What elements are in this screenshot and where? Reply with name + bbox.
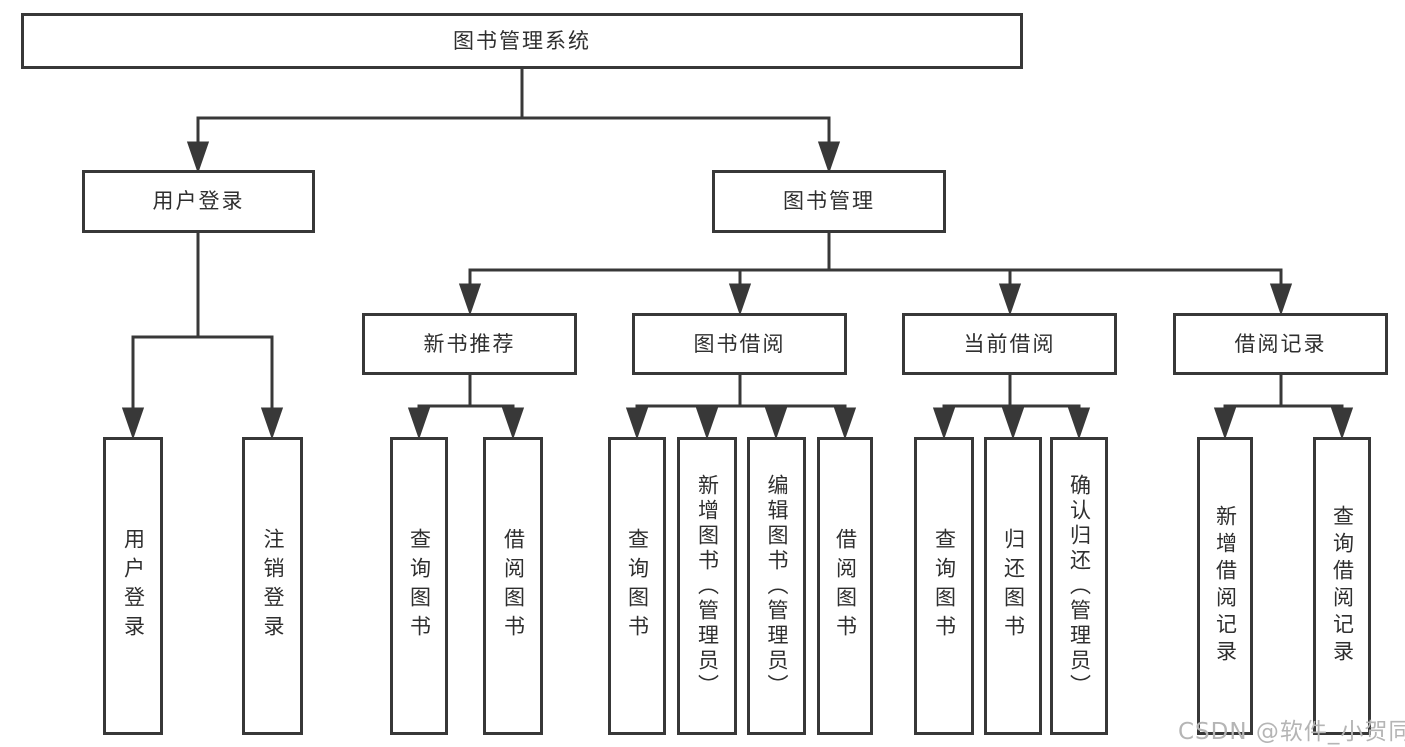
- node-user-login: 用户登录: [82, 170, 315, 233]
- leaf-query-books-current: 查询图书: [914, 437, 974, 735]
- leaf-borrow-books-recommend: 借阅图书: [483, 437, 543, 735]
- node-borrow-records: 借阅记录: [1173, 313, 1388, 375]
- leaf-confirm-return-admin: 确认归还（管理员）: [1050, 437, 1108, 735]
- edge-bookborrow-to-leaves: [625, 373, 857, 440]
- leaf-return-books: 归还图书: [984, 437, 1042, 735]
- edge-borrowrecords-to-leaves: [1213, 373, 1354, 440]
- leaf-user-login: 用户登录: [103, 437, 163, 735]
- edge-newbook-to-leaves: [407, 373, 525, 440]
- leaf-query-books-recommend: 查询图书: [390, 437, 448, 735]
- csdn-watermark: CSDN @软件_小贺同学: [1178, 719, 1405, 745]
- edge-currentborrow-to-leaves: [932, 373, 1091, 440]
- edge-userlogin-to-leaves: [121, 231, 284, 440]
- node-book-management: 图书管理: [712, 170, 946, 233]
- leaf-query-books-borrow: 查询图书: [608, 437, 666, 735]
- edge-root-to-level2: [186, 67, 841, 174]
- leaf-add-books-admin: 新增图书（管理员）: [677, 437, 737, 735]
- leaf-query-borrow-record: 查询借阅记录: [1313, 437, 1371, 735]
- node-current-borrow: 当前借阅: [902, 313, 1117, 375]
- leaf-logout: 注销登录: [242, 437, 303, 735]
- leaf-add-borrow-record: 新增借阅记录: [1197, 437, 1253, 735]
- leaf-edit-books-admin: 编辑图书（管理员）: [747, 437, 806, 735]
- edge-bookmgmt-to-level3: [458, 231, 1293, 316]
- node-root-system: 图书管理系统: [21, 13, 1023, 69]
- node-new-book-recommend: 新书推荐: [362, 313, 577, 375]
- node-book-borrow: 图书借阅: [632, 313, 847, 375]
- leaf-borrow-books: 借阅图书: [817, 437, 873, 735]
